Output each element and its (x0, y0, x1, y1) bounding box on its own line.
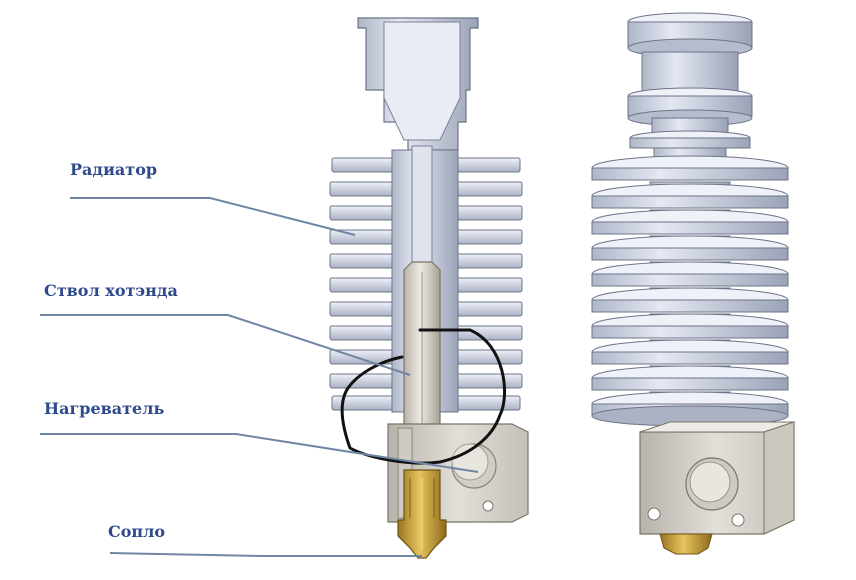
filament-channel (411, 145, 433, 271)
label-nozzle: Сопло (108, 522, 166, 541)
leader-line-barrel (40, 314, 411, 376)
thermistor-hole (482, 500, 494, 512)
hotend-cross-section-view (329, 17, 529, 559)
exterior-screw-hole-left (647, 507, 661, 521)
label-heater: Нагреватель (44, 399, 165, 418)
hand-drawn-marker (340, 328, 507, 465)
leader-lines (40, 197, 479, 557)
leader-line-heater (40, 433, 479, 473)
leader-line-radiator (70, 197, 356, 236)
label-barrel: Ствол хотэнда (44, 281, 178, 300)
hotend-exterior-view (591, 12, 795, 555)
exterior-fins (591, 155, 789, 427)
exterior-nozzle (659, 533, 713, 555)
label-radiator: Радиатор (70, 160, 158, 179)
radiator-fins-left (329, 157, 409, 411)
leader-line-nozzle (109, 552, 422, 557)
radiator-inner-bore (383, 21, 461, 141)
exterior-screw-hole-right (731, 513, 745, 527)
